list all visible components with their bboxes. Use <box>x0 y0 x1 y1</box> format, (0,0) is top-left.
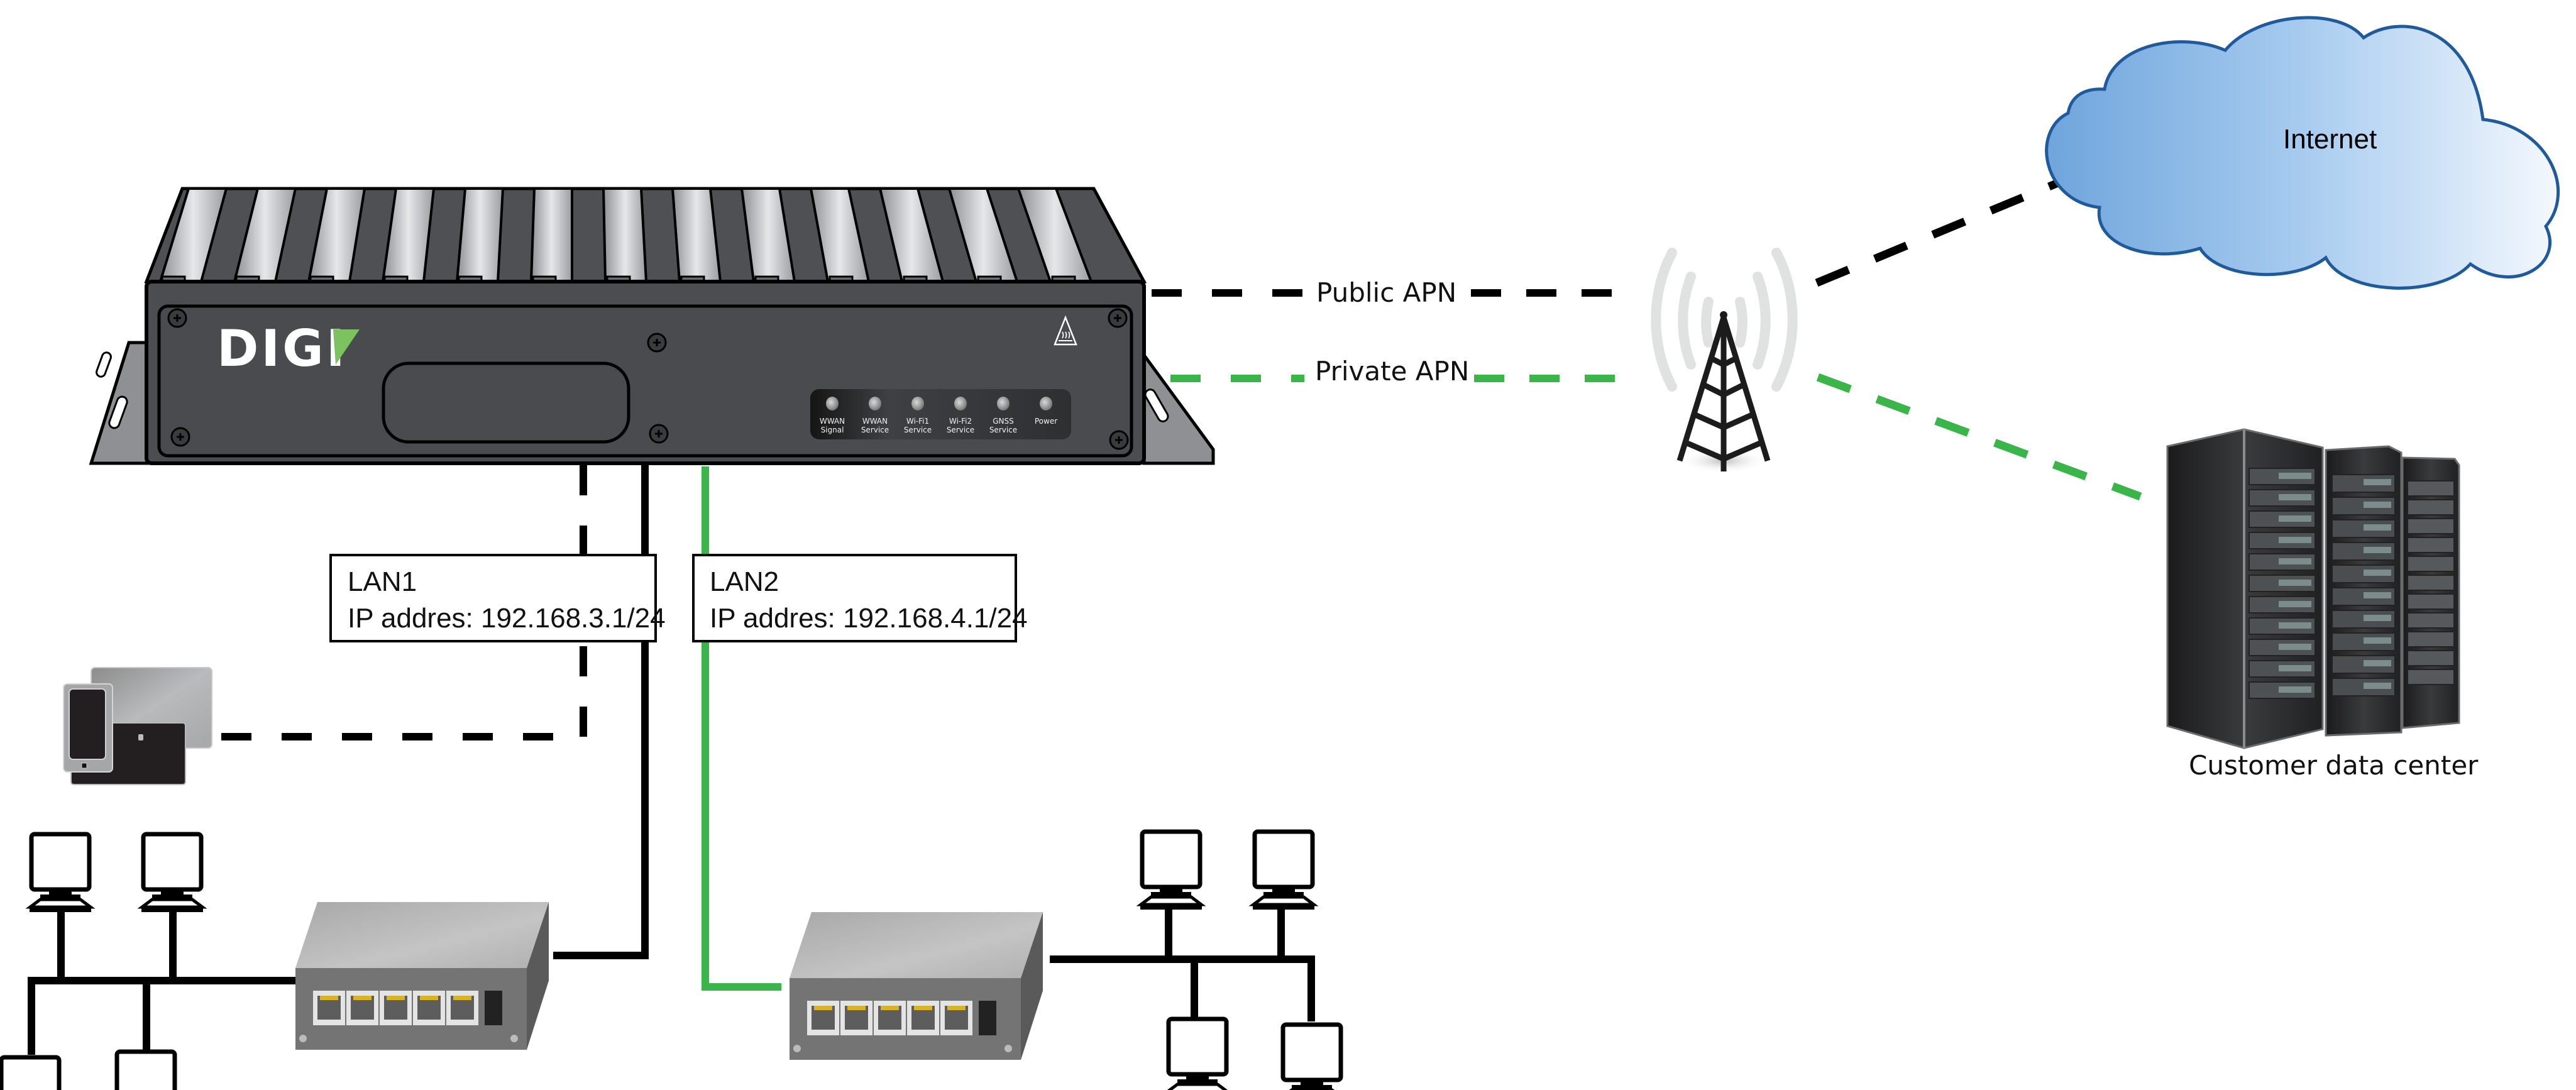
desktop-computer-icon <box>114 1049 177 1090</box>
led-sublabel: Service <box>904 426 932 434</box>
lan1-bus <box>28 908 295 1055</box>
server-unit <box>2407 556 2455 572</box>
led-sublabel: Signal <box>821 426 844 434</box>
power-jack-icon <box>979 1001 996 1035</box>
server-unit <box>2407 575 2455 591</box>
screw-icon <box>170 427 190 447</box>
led-label: Wi-Fi2 <box>949 417 972 426</box>
desktop-computer-icon <box>25 832 96 912</box>
screw-icon <box>647 333 667 353</box>
desktop-computer-icon <box>1280 1022 1343 1090</box>
power-jack-icon <box>485 991 502 1025</box>
ethernet-port-icon <box>907 1001 939 1035</box>
datacenter-label: Customer data center <box>2189 750 2479 781</box>
led-panel <box>810 389 1071 439</box>
led-icon <box>911 397 924 410</box>
ethernet-port-icon <box>346 991 378 1025</box>
customer-datacenter[interactable]: Customer data center <box>2166 428 2479 781</box>
screw-icon <box>167 308 187 328</box>
desktop-computer-icon <box>0 1055 62 1090</box>
desktop-computer-icon <box>1248 829 1319 910</box>
lan1-title: LAN1 <box>348 566 417 597</box>
led-sublabel: Service <box>989 426 1017 434</box>
lan2-ethernet-switch[interactable] <box>790 912 1043 1060</box>
screw-icon <box>1109 430 1129 450</box>
ethernet-port-icon <box>413 991 445 1025</box>
ethernet-port-icon <box>840 1001 872 1035</box>
ethernet-port-icon <box>874 1001 906 1035</box>
desktop-computer-icon <box>1166 1016 1229 1090</box>
desktop-computer-icon <box>1136 829 1206 910</box>
desktop-computer-icon <box>137 832 207 912</box>
led-indicator: Power <box>1035 397 1057 426</box>
lan1-switch-link <box>553 465 649 959</box>
led-icon <box>1040 397 1052 410</box>
ethernet-port-icon <box>807 1001 839 1035</box>
hot-surface-warning-icon <box>1054 315 1077 346</box>
tower-datacenter-link <box>1816 373 2142 501</box>
ethernet-port-icon <box>313 991 345 1025</box>
digi-router[interactable]: DIGI WWANSignalWWANServiceWi-Fi1ServiceW… <box>89 187 1215 465</box>
led-icon <box>997 397 1010 410</box>
lan2-info-box: LAN2 IP addres: 192.168.4.1/24 <box>692 554 1028 642</box>
led-icon <box>954 397 967 410</box>
cloud-shape <box>2045 16 2560 290</box>
ethernet-port-icon <box>940 1001 972 1035</box>
screw-icon <box>1108 308 1128 328</box>
lan2-switch-link <box>702 466 781 991</box>
server-unit <box>2407 518 2455 534</box>
led-label: GNSS <box>993 417 1014 426</box>
cell-tower-icon <box>1651 248 1798 473</box>
sim-cover <box>382 361 630 444</box>
digi-logo: DIGI <box>217 319 348 378</box>
server-rack-icon <box>2166 428 2460 749</box>
led-label: Wi-Fi1 <box>906 417 929 426</box>
led-indicators: WWANSignalWWANServiceWi-Fi1ServiceWi-Fi2… <box>820 397 1057 434</box>
ethernet-port-icon <box>380 991 412 1025</box>
server-unit <box>2407 669 2455 685</box>
server-unit <box>2407 537 2455 553</box>
led-icon <box>826 397 839 410</box>
screw-icon <box>649 424 669 444</box>
server-unit <box>2407 650 2455 666</box>
lan2-title: LAN2 <box>710 566 779 597</box>
private-apn-label: Private APN <box>1315 356 1469 387</box>
led-label: Power <box>1035 417 1057 426</box>
lan2-ip: IP addres: 192.168.4.1/24 <box>710 603 1028 634</box>
ethernet-port-icon <box>446 991 478 1025</box>
server-unit <box>2407 480 2455 497</box>
lan1-ethernet-switch[interactable] <box>295 902 549 1050</box>
led-label: WWAN <box>862 417 888 426</box>
tower-internet-link <box>1815 170 2079 287</box>
led-label: WWAN <box>820 417 845 426</box>
public-apn-label: Public APN <box>1316 277 1456 308</box>
led-sublabel: Service <box>861 426 889 434</box>
led-icon <box>869 397 881 410</box>
client-computers <box>0 829 1343 1090</box>
server-unit <box>2407 499 2455 515</box>
server-unit <box>2407 593 2455 610</box>
server-unit <box>2407 612 2455 629</box>
server-unit <box>2407 631 2455 647</box>
lan1-info-box: LAN1 IP addres: 192.168.3.1/24 <box>329 554 666 642</box>
led-sublabel: Service <box>947 426 974 434</box>
lan1-ip: IP addres: 192.168.3.1/24 <box>348 603 666 634</box>
lan2-bus <box>1050 896 1315 1021</box>
internet-label: Internet <box>2283 124 2377 155</box>
card-reader-icon[interactable] <box>63 667 212 785</box>
digi-logo-accent-icon <box>333 329 360 365</box>
internet-cloud[interactable]: Internet <box>2045 16 2560 290</box>
